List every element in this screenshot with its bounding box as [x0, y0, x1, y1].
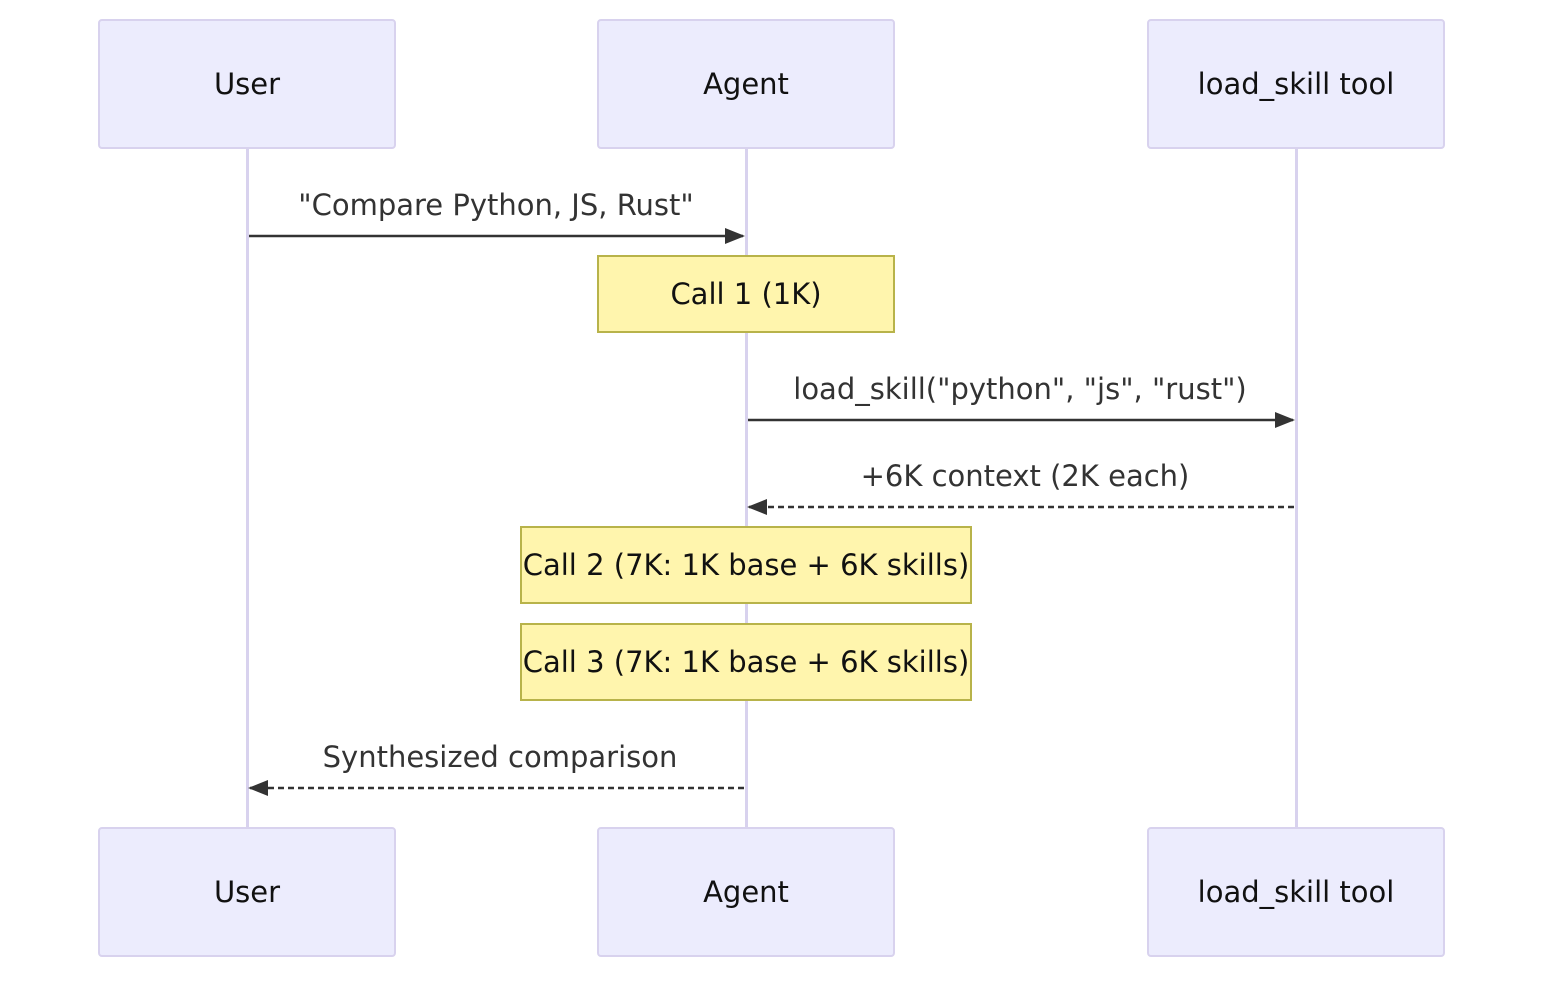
- message-label-3: +6K context (2K each): [860, 459, 1190, 493]
- lifeline-tool: [1295, 148, 1298, 828]
- message-label-4: Synthesized comparison: [322, 740, 678, 774]
- actor-agent-top: Agent: [597, 19, 895, 149]
- actor-user-top: User: [98, 19, 396, 149]
- actor-tool-bottom: load_skill tool: [1147, 827, 1445, 957]
- lifeline-user: [246, 148, 249, 828]
- actor-tool-top: load_skill tool: [1147, 19, 1445, 149]
- note-call-3: Call 3 (7K: 1K base + 6K skills): [520, 623, 972, 701]
- message-label-2: load_skill("python", "js", "rust"): [793, 372, 1247, 406]
- actor-agent-bottom: Agent: [597, 827, 895, 957]
- note-call-1: Call 1 (1K): [597, 255, 895, 333]
- message-label-1: "Compare Python, JS, Rust": [298, 188, 694, 222]
- note-call-2: Call 2 (7K: 1K base + 6K skills): [520, 526, 972, 604]
- actor-user-bottom: User: [98, 827, 396, 957]
- lifeline-agent: [745, 148, 748, 828]
